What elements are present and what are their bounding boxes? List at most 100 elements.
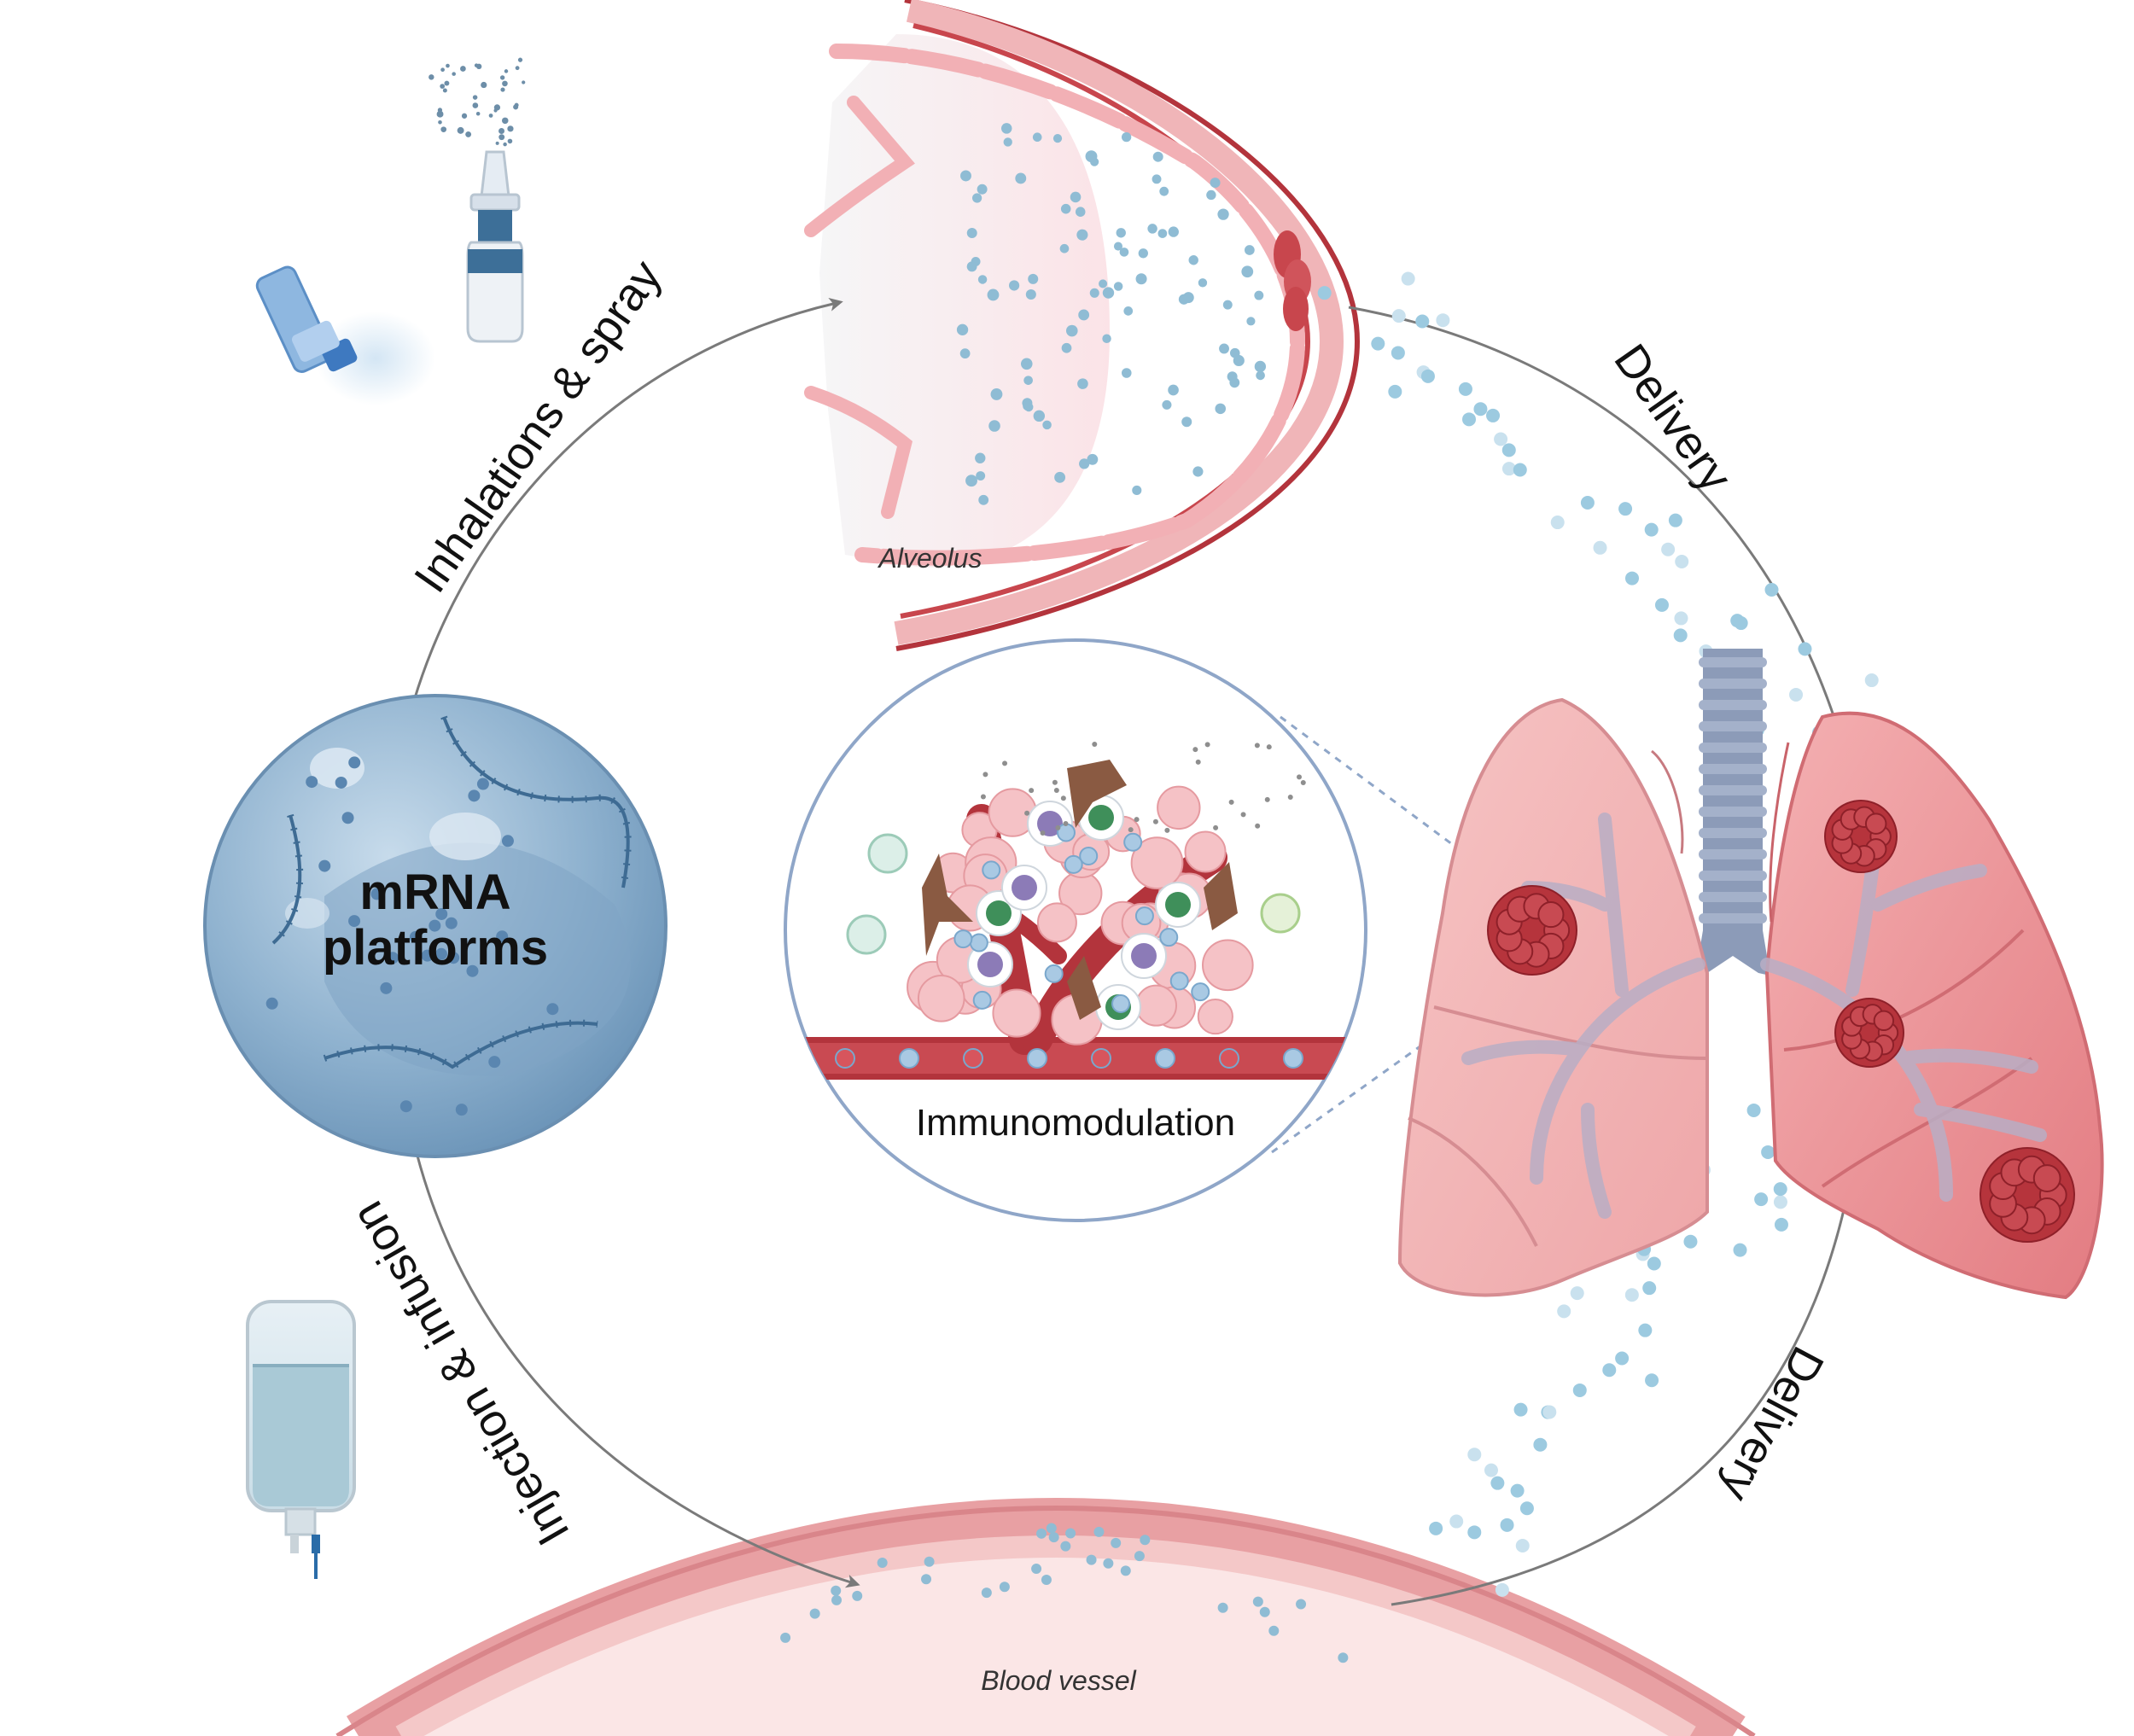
spray-mist — [438, 119, 442, 125]
alveolus-particle — [1222, 300, 1233, 310]
delivery-bottom-label: Delivery — [1711, 1338, 1834, 1509]
alveolus-particle — [1256, 370, 1265, 381]
delivery-particle — [1644, 522, 1659, 537]
alveolus-particle — [1206, 189, 1216, 201]
vessel-particle — [1060, 1541, 1071, 1552]
sphere-particle — [387, 952, 399, 964]
trachea-ring — [1699, 721, 1767, 731]
vessel-particle — [1041, 1574, 1052, 1585]
spray-mist — [499, 134, 505, 141]
delivery-particle — [1761, 1145, 1775, 1159]
alveolus-particle — [1001, 123, 1012, 134]
alveolus-particle — [987, 288, 1000, 301]
spray-mist — [499, 75, 505, 80]
vessel-particle — [1031, 1564, 1042, 1575]
alveolus-particle — [1023, 376, 1033, 385]
tumor-cell — [917, 974, 965, 1022]
tumor-lobule — [1864, 813, 1887, 835]
sphere-particle — [455, 1104, 468, 1116]
alveolus-particle — [1113, 282, 1123, 291]
delivery-particle — [1391, 346, 1405, 360]
lymphocyte — [982, 860, 1001, 880]
cytokine — [982, 772, 988, 778]
sphere-particle — [468, 789, 481, 802]
lymphocyte — [972, 990, 992, 1010]
alveolus-particle — [1079, 458, 1090, 469]
alveolus-particle — [1254, 290, 1264, 300]
alveolus-particle — [1147, 224, 1157, 234]
vessel-particle — [1065, 1528, 1076, 1539]
alveolus-particle — [1085, 150, 1098, 163]
sphere-particle — [335, 776, 347, 789]
vessel-particle — [999, 1582, 1010, 1593]
delivery-particle — [1864, 673, 1879, 688]
mrna-sphere-icon — [203, 694, 668, 1158]
trachea-ring — [1699, 849, 1767, 859]
spray-mist — [503, 142, 507, 147]
tumor-cell — [1157, 785, 1201, 830]
delivery-particle — [1415, 314, 1430, 329]
delivery-particle — [1542, 1405, 1557, 1419]
alveolus-particle — [1032, 132, 1042, 143]
delivery-particle — [1449, 1514, 1464, 1529]
delivery-particle — [1593, 540, 1607, 555]
delivery-top-label: Delivery — [1604, 335, 1741, 501]
delivery-particle — [1519, 1501, 1534, 1516]
alveolus-particle — [1162, 399, 1172, 410]
arrow-inhalation — [399, 298, 843, 752]
alveolus-particle — [1102, 287, 1115, 299]
delivery-particle — [1494, 432, 1508, 446]
delivery-particle — [1513, 463, 1527, 477]
alveolus-particle — [1087, 453, 1099, 465]
trachea-ring — [1699, 700, 1767, 710]
alveolus-particle — [1132, 485, 1142, 496]
cytokine — [980, 794, 986, 800]
trachea-ring — [1699, 913, 1767, 923]
alveolus-particle — [975, 454, 984, 463]
delivery-particle — [1550, 516, 1565, 530]
arrow-to-lung-top — [1348, 306, 1863, 805]
sphere-particle — [348, 915, 361, 928]
cytokine — [1255, 823, 1261, 829]
vessel-particle — [1296, 1599, 1307, 1610]
delivery-particle — [1602, 1363, 1617, 1378]
vessel-particle — [1120, 1565, 1131, 1576]
blood-vessel-icon — [335, 1498, 1756, 1736]
delivery-particle — [1473, 402, 1488, 417]
immune-cell-nucleus — [986, 900, 1012, 926]
alveolus-particle — [988, 420, 1000, 432]
spray-mist — [475, 111, 481, 116]
cytokine — [1300, 779, 1306, 785]
cytokine — [1164, 827, 1170, 833]
cytokine — [1040, 830, 1046, 836]
sphere-particle — [399, 1100, 412, 1113]
alveolus-particle — [1060, 203, 1071, 214]
alveolus-particle — [1188, 255, 1198, 265]
cytokine — [1204, 742, 1210, 748]
vessel-particle — [921, 1574, 932, 1585]
sphere-particle — [434, 947, 447, 960]
spray-mist — [513, 104, 519, 110]
tumor-microenvironment-icon — [784, 638, 1367, 1222]
spray-mist — [465, 131, 472, 137]
tumor-lobule — [1537, 901, 1565, 929]
alveolus-particle — [1192, 466, 1204, 477]
alveolus-particle — [1210, 178, 1221, 189]
alveolus-particle — [1054, 471, 1066, 483]
delivery-particle — [1673, 628, 1688, 643]
trachea-ring — [1699, 743, 1767, 753]
sphere-particle — [466, 964, 479, 977]
alveolus-particle — [1008, 280, 1020, 291]
immune-cell-nucleus — [1165, 892, 1191, 918]
trachea-ring — [1699, 764, 1767, 774]
tumor-cell — [1202, 939, 1254, 992]
alveolus-particle — [1020, 358, 1033, 370]
alveolus-particle — [1076, 229, 1088, 241]
alveolus-particle — [977, 275, 988, 284]
alveolus-particle — [1121, 131, 1132, 143]
cytokine — [1024, 810, 1030, 816]
sphere-particle — [496, 930, 509, 943]
delivery-particle — [1654, 597, 1669, 612]
lymphocyte — [1044, 964, 1064, 983]
